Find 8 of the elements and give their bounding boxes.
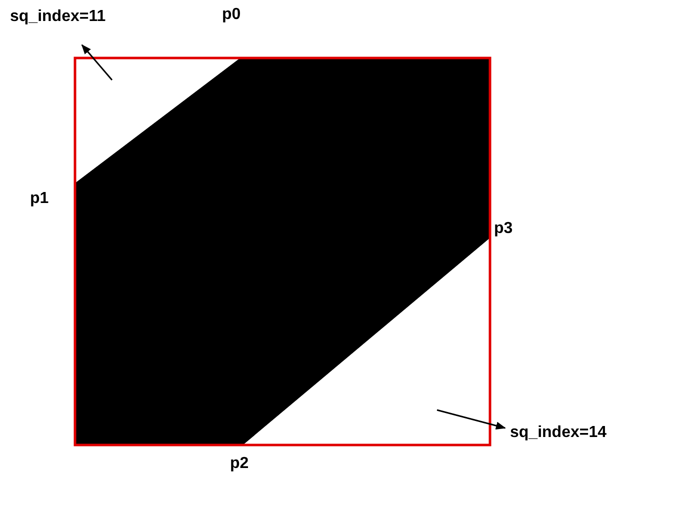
point-label: p3 bbox=[494, 220, 513, 238]
index-label: sq_index=11 bbox=[10, 8, 106, 26]
arrow bbox=[81, 44, 113, 80]
point-label: p0 bbox=[222, 6, 241, 24]
arrow bbox=[436, 409, 506, 430]
point-label: p1 bbox=[30, 190, 49, 208]
index-label: sq_index=14 bbox=[510, 424, 606, 442]
point-label: p2 bbox=[230, 455, 249, 473]
